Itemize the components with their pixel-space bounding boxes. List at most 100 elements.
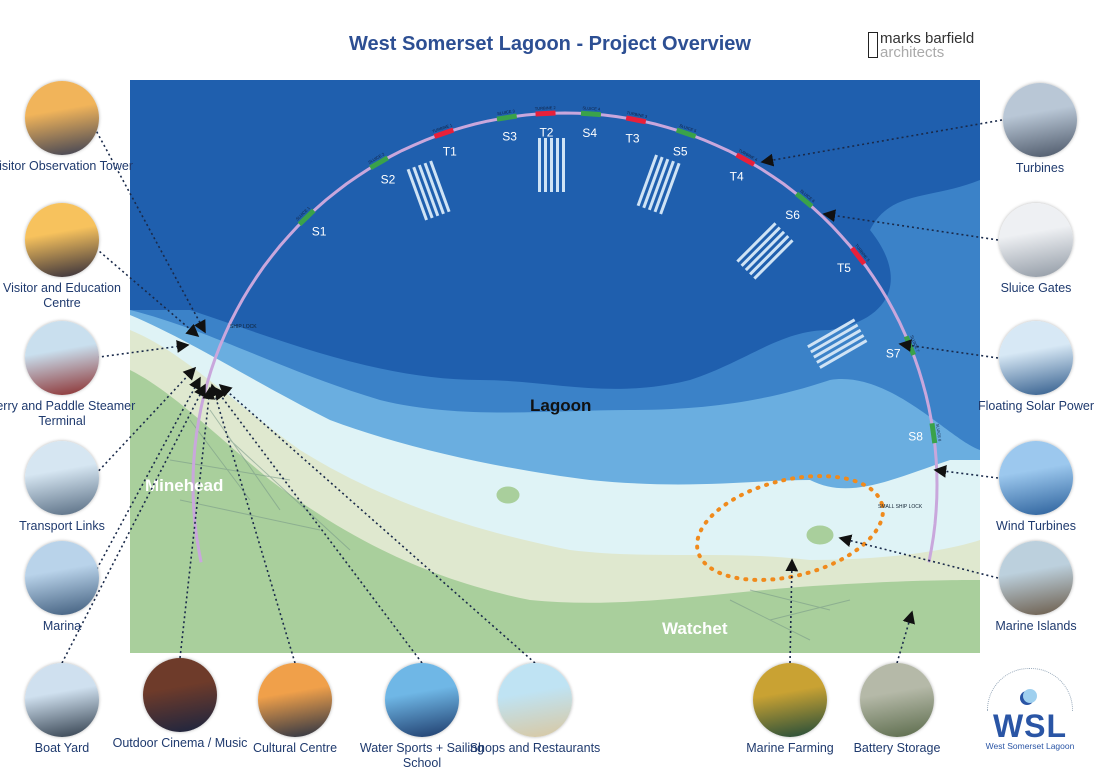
- sluice-tag: SLUICE 5: [679, 123, 698, 134]
- solar-panel-row: [753, 239, 794, 280]
- feature-label: Marina: [42, 619, 82, 633]
- architect-logo: marks barfield architects: [868, 31, 974, 61]
- feature-tower: Visitor Observation Tower: [0, 81, 137, 174]
- feature-label: Marine Islands: [995, 619, 1077, 633]
- feature-label: Marine Farming: [746, 741, 834, 755]
- feature-wind: Wind Turbines: [961, 441, 1100, 534]
- solar-panel-row: [412, 166, 434, 219]
- marine-islands-photo-icon: [999, 541, 1073, 615]
- feature-farming: Marine Farming: [715, 663, 865, 756]
- ship-lock-label: SHIP LOCK: [230, 324, 257, 330]
- sluice-tag: SLUICE 3: [497, 108, 516, 116]
- solar-panel-row: [819, 339, 868, 369]
- feature-label: Wind Turbines: [996, 519, 1076, 533]
- solar-panel-row: [813, 328, 862, 359]
- marine-farming-photo-icon: [753, 663, 827, 737]
- structure-label-s2: S2: [381, 172, 396, 186]
- turbine-segment: [735, 152, 756, 167]
- observation-tower-photo-icon: [25, 81, 99, 155]
- structure-label-s4: S4: [582, 126, 597, 140]
- feature-label: Sluice Gates: [1000, 281, 1072, 295]
- wind-turbines-photo-icon: [999, 441, 1073, 515]
- paddle-steamer-photo-icon: [25, 321, 99, 395]
- water-sports-photo-icon: [385, 663, 459, 737]
- feature-ferry: Ferry and Paddle Steamer Terminal: [0, 321, 137, 429]
- lagoon-label: Lagoon: [530, 396, 592, 415]
- structure-label-t3: T3: [626, 132, 640, 146]
- solar-panel-row: [736, 222, 777, 263]
- boat-yard-photo-icon: [25, 663, 99, 737]
- transport-photo-icon: [25, 441, 99, 515]
- feature-label: Ferry and Paddle Steamer Terminal: [0, 399, 136, 428]
- turbine-tag: TURBINE 1: [431, 122, 453, 134]
- feature-label: Outdoor Cinema / Music: [112, 736, 248, 750]
- sluice-tag: SLUICE 8: [935, 423, 943, 442]
- logo-line2: architects: [880, 44, 945, 61]
- structure-label-t1: T1: [443, 144, 457, 158]
- structure-label-s7: S7: [886, 346, 901, 360]
- solar-panel-row: [744, 230, 786, 272]
- small-ship-lock-label: SMALL SHIP LOCK: [878, 504, 923, 510]
- marine-island: [805, 524, 835, 546]
- structure-label-s1: S1: [312, 224, 327, 238]
- wsl-logo-name: West Somerset Lagoon: [985, 741, 1075, 751]
- solar-panel-row: [653, 160, 675, 213]
- feature-label: Shops and Restaurants: [469, 741, 601, 755]
- feature-shops: Shops and Restaurants: [460, 663, 610, 756]
- solar-panel-row: [538, 138, 541, 192]
- sluice-tag: SLUICE 4: [582, 105, 601, 111]
- sluice-segment: [496, 113, 518, 122]
- floating-solar-photo-icon: [999, 321, 1073, 395]
- feature-boatyard: Boat Yard: [0, 663, 137, 756]
- sluice-gates-photo-icon: [999, 203, 1073, 277]
- turbine-segment: [625, 115, 647, 125]
- marine-farming-zone: [695, 474, 885, 582]
- structure-label-t2: T2: [539, 125, 553, 139]
- feature-battery: Battery Storage: [822, 663, 972, 756]
- solar-panel-row: [556, 138, 559, 192]
- structure-label-s6: S6: [785, 208, 800, 222]
- logo-mark-icon: [868, 32, 878, 58]
- feature-cinema: Outdoor Cinema / Music: [105, 658, 255, 751]
- sluice-segment: [297, 208, 316, 227]
- wsl-logo-mark-icon: [987, 668, 1073, 711]
- sluice-segment: [929, 422, 938, 444]
- marina-photo-icon: [25, 541, 99, 615]
- wsl-logo-text: WSL: [992, 708, 1068, 744]
- sluice-segment: [369, 155, 389, 171]
- solar-panel-row: [423, 162, 445, 215]
- watchet-label: Watchet: [662, 619, 728, 638]
- feature-solar: Floating Solar Power: [961, 321, 1100, 414]
- feature-label: Turbines: [1015, 161, 1065, 175]
- turbine-tag: TURBINE 3: [626, 110, 648, 119]
- structure-label-s3: S3: [502, 129, 517, 143]
- solar-panel-row: [740, 226, 781, 267]
- turbines-photo-icon: [1003, 83, 1077, 157]
- structure-label-s5: S5: [673, 144, 688, 158]
- solar-panel-row: [544, 138, 547, 192]
- feature-education: Visitor and Education Centre: [0, 203, 137, 311]
- solar-panel-row: [659, 162, 681, 215]
- structure-label-s8: S8: [908, 430, 923, 444]
- sluice-segment: [580, 110, 602, 118]
- shops-photo-icon: [498, 663, 572, 737]
- feature-label: Water Sports + Sailing School: [359, 741, 485, 770]
- page-title: West Somerset Lagoon - Project Overview: [349, 33, 751, 55]
- solar-panel-row: [807, 318, 856, 349]
- minehead-label: Minehead: [145, 476, 224, 495]
- battery-storage-photo-icon: [860, 663, 934, 737]
- feature-cultural: Cultural Centre: [220, 663, 370, 756]
- feature-watersports: Water Sports + Sailing School: [347, 663, 497, 771]
- floating-solar-arrays: [406, 138, 868, 369]
- solar-panel-row: [550, 138, 553, 192]
- feature-label: Cultural Centre: [252, 741, 338, 755]
- feature-marina: Marina: [0, 541, 137, 634]
- solar-panel-row: [429, 160, 451, 213]
- feature-label: Floating Solar Power: [977, 399, 1095, 413]
- turbine-segment: [535, 110, 556, 117]
- feature-turbines: Turbines: [965, 83, 1100, 176]
- feature-sluices: Sluice Gates: [961, 203, 1100, 296]
- feature-islands: Marine Islands: [961, 541, 1100, 634]
